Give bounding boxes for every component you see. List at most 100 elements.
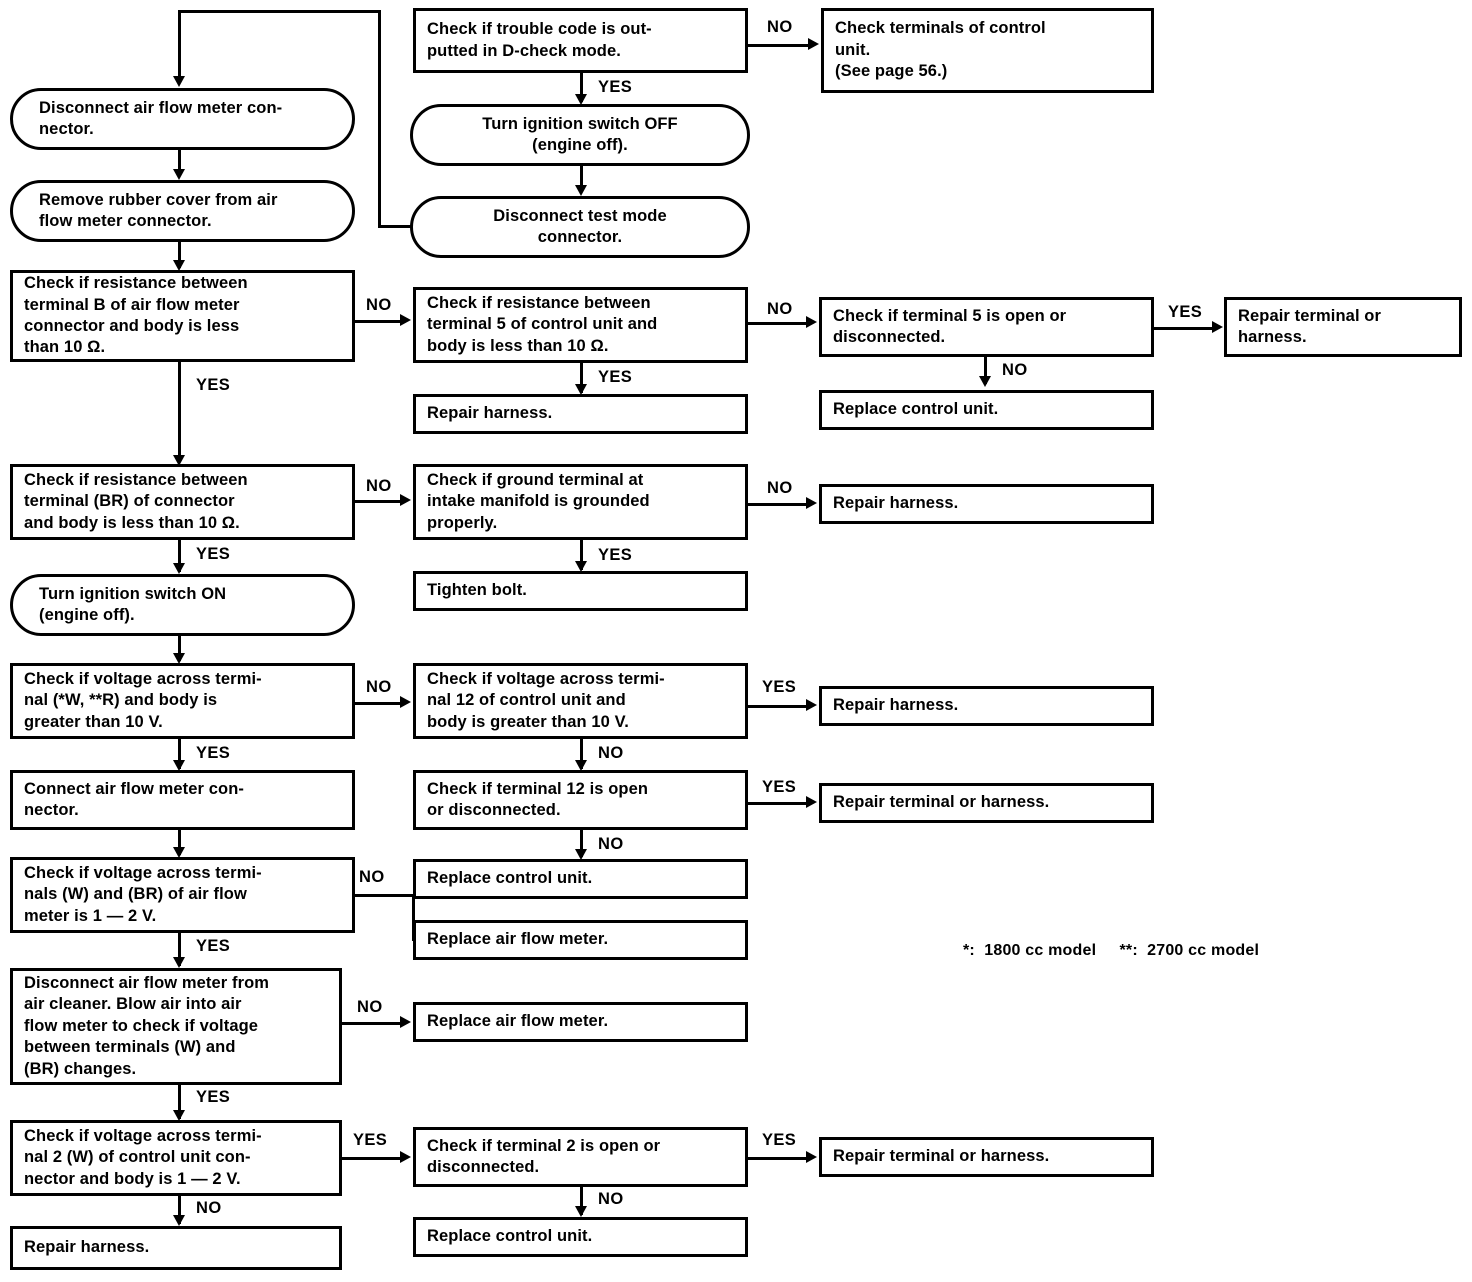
loopback-seg-h1 (378, 225, 413, 228)
edge-label-yes: YES (353, 1131, 388, 1149)
edge-label-no: NO (767, 300, 793, 318)
arrowhead-down (173, 169, 185, 180)
arrowhead-down (173, 260, 185, 271)
node-check-voltage-terminal-12[interactable]: Check if voltage across termi- nal 12 of… (413, 663, 748, 739)
edge-label-yes: YES (598, 78, 633, 96)
edge-t5-no (984, 357, 987, 384)
node-turn-ignition-off[interactable]: Turn ignition switch OFF (engine off). (410, 104, 750, 166)
node-check-voltage-w-br[interactable]: Check if voltage across termi- nals (W) … (10, 857, 355, 933)
node-replace-control-unit-1[interactable]: Replace control unit. (819, 390, 1154, 430)
edge-t2-no (178, 1196, 181, 1224)
node-label: Tighten bolt. (427, 581, 527, 600)
node-repair-harness-4[interactable]: Repair harness. (10, 1226, 342, 1270)
node-replace-control-unit-3[interactable]: Replace control unit. (413, 1217, 748, 1257)
node-label: Replace air flow meter. (427, 1012, 609, 1031)
node-turn-ignition-on[interactable]: Turn ignition switch ON (engine off). (10, 574, 355, 636)
arrowhead-down (173, 1110, 185, 1121)
node-label: Check if resistance between terminal 5 o… (427, 293, 658, 355)
edge-label-no: NO (767, 479, 793, 497)
node-check-resistance-terminal-b[interactable]: Check if resistance between terminal B o… (10, 270, 355, 362)
edge-label-yes: YES (762, 1131, 797, 1149)
node-repair-terminal-or-harness-2[interactable]: Repair terminal or harness. (819, 783, 1154, 823)
arrowhead-right (400, 494, 411, 506)
node-label: Check if terminal 12 is open or disconne… (427, 779, 649, 819)
node-check-terminals-control-unit[interactable]: Check terminals of control unit. (See pa… (821, 8, 1154, 93)
node-repair-harness-1[interactable]: Repair harness. (413, 394, 748, 434)
arrowhead-down (173, 760, 185, 771)
edge-br-yes (178, 540, 181, 572)
node-label: Remove rubber cover from air flow meter … (39, 190, 278, 230)
arrowhead-right (400, 314, 411, 326)
node-replace-air-flow-meter-1[interactable]: Replace air flow meter. (413, 920, 748, 960)
node-repair-harness-3[interactable]: Repair harness. (819, 686, 1154, 726)
edge-volt-yes (178, 739, 181, 769)
arrowhead-right (1212, 321, 1223, 333)
node-disconnect-afm-from-cleaner[interactable]: Disconnect air flow meter from air clean… (10, 968, 342, 1085)
arrowhead-right (806, 699, 817, 711)
edge-res5-no (748, 322, 810, 325)
arrowhead-down (575, 849, 587, 860)
edge-blow-no (342, 1022, 404, 1025)
edge-label-no: NO (196, 1199, 222, 1217)
node-label: Check if terminal 5 is open or disconnec… (833, 306, 1067, 346)
edge-label-yes: YES (598, 368, 633, 386)
edge-label-yes: YES (196, 1088, 231, 1106)
arrowhead-right (400, 1016, 411, 1028)
legend-footnote: *: 1800 cc model **: 2700 cc model (963, 942, 1260, 959)
node-check-terminal-5-open[interactable]: Check if terminal 5 is open or disconnec… (819, 297, 1154, 357)
node-disconnect-test-mode[interactable]: Disconnect test mode connector. (410, 196, 750, 258)
node-check-voltage-terminal-2[interactable]: Check if voltage across termi- nal 2 (W)… (10, 1120, 342, 1196)
edge-label-no: NO (598, 1190, 624, 1208)
node-repair-terminal-or-harness-1[interactable]: Repair terminal or harness. (1224, 297, 1462, 357)
node-label: Repair harness. (24, 1238, 150, 1257)
arrowhead-down (575, 561, 587, 572)
node-replace-air-flow-meter-2[interactable]: Replace air flow meter. (413, 1002, 748, 1042)
node-label: Check if voltage across termi- nal (*W, … (24, 669, 262, 731)
edge-br-no (355, 500, 403, 503)
edge-label-yes: YES (598, 546, 633, 564)
node-label: Repair terminal or harness. (833, 793, 1050, 812)
edge-label-no: NO (767, 18, 793, 36)
edge-resb-no (355, 320, 403, 323)
node-disconnect-air-flow-meter[interactable]: Disconnect air flow meter con- nector. (10, 88, 355, 150)
node-label: Disconnect air flow meter con- nector. (39, 98, 283, 138)
node-check-terminal-2-open[interactable]: Check if terminal 2 is open or disconnec… (413, 1127, 748, 1187)
loopback-seg-v2 (178, 10, 181, 83)
edge-wbr-yes (178, 933, 181, 966)
node-check-ground-terminal[interactable]: Check if ground terminal at intake manif… (413, 464, 748, 540)
edge-t2open-yes (748, 1157, 810, 1160)
arrowhead-down (575, 94, 587, 105)
edge-t5-yes (1154, 327, 1216, 330)
edge-disc-to-rubber (178, 150, 181, 176)
node-label: Repair harness. (833, 494, 959, 513)
node-label: Repair terminal or harness. (1238, 306, 1382, 346)
node-check-resistance-br[interactable]: Check if resistance between terminal (BR… (10, 464, 355, 540)
node-label: Replace air flow meter. (427, 930, 609, 949)
node-repair-terminal-or-harness-3[interactable]: Repair terminal or harness. (819, 1137, 1154, 1177)
node-label: Check if ground terminal at intake manif… (427, 470, 650, 532)
edge-t12open-no (580, 830, 583, 857)
node-replace-control-unit-2[interactable]: Replace control unit. (413, 859, 748, 899)
edge-connect-to-wbr (178, 830, 181, 855)
node-tighten-bolt[interactable]: Tighten bolt. (413, 571, 748, 611)
node-check-terminal-12-open[interactable]: Check if terminal 12 is open or disconne… (413, 770, 748, 830)
node-check-resistance-terminal-5[interactable]: Check if resistance between terminal 5 o… (413, 287, 748, 363)
arrowhead-down (173, 847, 185, 858)
node-repair-harness-2[interactable]: Repair harness. (819, 484, 1154, 524)
arrowhead-down (173, 76, 185, 87)
edge-ground-yes (580, 540, 583, 570)
node-label: Check if resistance between terminal (BR… (24, 470, 248, 532)
node-check-voltage-w-r[interactable]: Check if voltage across termi- nal (*W, … (10, 663, 355, 739)
node-remove-rubber-cover[interactable]: Remove rubber cover from air flow meter … (10, 180, 355, 242)
edge-t12volt-yes (748, 705, 810, 708)
node-label: Repair harness. (833, 696, 959, 715)
edge-res5-yes (580, 363, 583, 393)
node-connect-air-flow-meter[interactable]: Connect air flow meter con- nector. (10, 770, 355, 830)
node-check-trouble-code[interactable]: Check if trouble code is out- putted in … (413, 8, 748, 73)
edge-t12volt-no (580, 739, 583, 769)
arrowhead-down (173, 563, 185, 574)
edge-wbr-no-v (412, 894, 415, 941)
edge-trouble-no (748, 44, 811, 47)
edge-label-yes: YES (762, 778, 797, 796)
edge-t12open-yes (748, 802, 810, 805)
